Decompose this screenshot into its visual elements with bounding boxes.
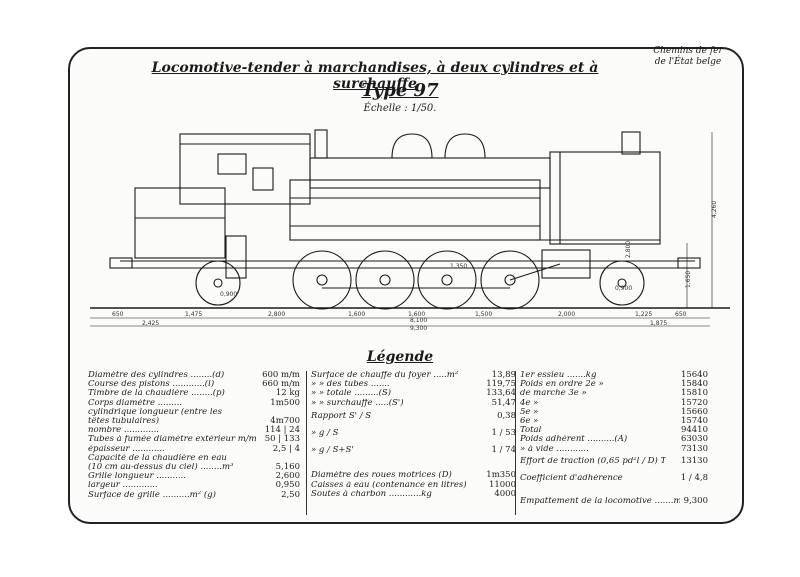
legend-row: Poids en ordre 2e »15840 [520, 379, 708, 390]
dim-bottom-5: 1,600 [408, 311, 425, 318]
legend-row: têtes tubulaires)4m700 [88, 416, 300, 427]
legend-row: » » des tubes .......119,75 [311, 379, 516, 390]
legend-row: Corps diamètre .........1m500 [88, 397, 300, 408]
dim-bottom-9: 650 [675, 311, 687, 318]
dim-bottom-4: 1,600 [348, 311, 365, 318]
scale-label: Échelle : 1/50. [363, 103, 437, 114]
legend-row: Diamètre des roues motrices (D)1m350 [311, 470, 516, 481]
legend-row: Poids adhérent ..........(A)63030 [520, 434, 708, 445]
legend-row: » » totale .........(S)133,64 [311, 388, 516, 399]
dim-bottom-3: 2,800 [268, 311, 285, 318]
dim-bottom-7: 2,000 [558, 311, 575, 318]
dim-bottom-8: 1,225 [635, 311, 652, 318]
legend-row: nombre .............114 | 24 [88, 425, 300, 436]
cab-side-panel [252, 167, 274, 191]
front-carrying-wheel [599, 260, 645, 306]
rear-carrying-wheel [195, 260, 241, 306]
legend-row: Course des pistons ............(l)660 m/… [88, 379, 300, 390]
legend-row: Caisses à eau (contenance en litres)1100… [311, 479, 516, 490]
driving-wheel-1 [292, 250, 352, 310]
dim-driving: 1,350 [450, 263, 467, 270]
dim-height-small: 1,650 [685, 271, 692, 288]
legend-row: Timbre de la chaudière ........(p)12 kg [88, 388, 300, 399]
coal-bunker [134, 187, 226, 259]
steam-dome [391, 133, 433, 159]
dim-bottom-6: 1,500 [475, 311, 492, 318]
sand-dome [444, 133, 486, 159]
type-label: Type 97 [361, 80, 439, 101]
front-buffer [677, 257, 701, 269]
legend-row: 6e »15740 [520, 416, 708, 427]
legend-row: Capacité de la chaudière en eau [88, 453, 227, 463]
dim-wheel-left: 0,900 [220, 291, 237, 298]
safety-valve [314, 129, 328, 159]
drawing-title: Locomotive-tender à marchandises, à deux… [151, 60, 599, 92]
dim-wheel-right: 0,900 [615, 285, 632, 292]
driving-wheel-2 [355, 250, 415, 310]
driving-wheel-3 [417, 250, 477, 310]
legend-row: Surface de grille ..........m² (g)2,50 [88, 489, 300, 500]
cab-window [217, 153, 247, 175]
chimney [621, 131, 641, 155]
driving-wheel-4 [480, 250, 540, 310]
dim-bottom-1: 650 [112, 311, 124, 318]
dim-lower-1: 2,425 [142, 320, 159, 327]
legend-row: » » surchauffe .....(S')51,47 [311, 397, 516, 408]
cylinder [541, 249, 591, 279]
legend-row: Grille longueur ...........2,600 [88, 471, 300, 482]
legend-row: largeur .............0,950 [88, 480, 300, 491]
legend-row: » g / S+S'1 / 74 [311, 445, 516, 456]
legend-column-1: Diamètre des cylindres ........(d)600 m/… [88, 370, 300, 500]
railway-note-line-2: de l'État belge [654, 57, 722, 67]
dim-height: 4,260 [711, 201, 718, 218]
drawing-frame [68, 47, 744, 524]
legend-table: Diamètre des cylindres ........(d)600 m/… [88, 370, 708, 516]
connecting-rod [509, 263, 561, 281]
cab-steps [225, 235, 247, 279]
locomotive-drawing: 650 1,475 2,800 1,600 1,600 1,500 2,000 … [90, 129, 730, 332]
legend-row: 4e »15720 [520, 397, 708, 408]
side-tank [289, 179, 541, 241]
legend-row: » à vide ............73130 [520, 443, 708, 454]
dim-boiler-axis: 2,800 [625, 241, 632, 258]
boiler [309, 157, 551, 189]
legend-row: 5e »15660 [520, 406, 708, 417]
dim-bottom-2: 1,475 [185, 311, 202, 318]
legend-row: Diamètre des cylindres ........(d)600 m/… [88, 370, 300, 380]
dim-lower-2: 8,100 [410, 317, 427, 324]
legend-row: épaisseur ............2,5 | 4 [88, 443, 300, 454]
smokebox [549, 151, 661, 245]
dim-lower-4: 1,875 [650, 320, 667, 327]
rear-buffer [109, 257, 133, 269]
railway-note-line-1: Chemins de fer [653, 46, 723, 56]
legend-title: Légende [366, 349, 434, 365]
dim-lower-3: 9,300 [410, 325, 427, 332]
legend-row: de marche 3e »15810 [520, 388, 708, 399]
legend-row: cylindrique longueur (entre les [88, 407, 222, 417]
railway-note: Chemins de fer de l'État belge [648, 46, 728, 68]
